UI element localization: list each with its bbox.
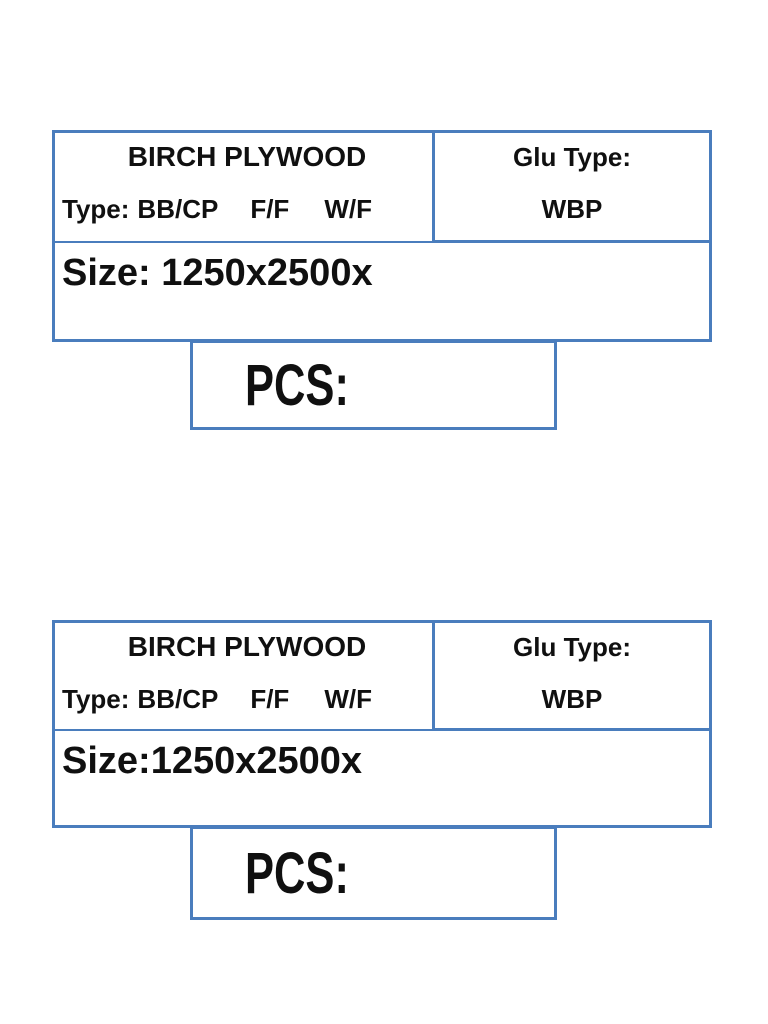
size-text: Size:1250x2500x xyxy=(62,740,363,782)
product-title: BIRCH PLYWOOD xyxy=(127,141,367,172)
glue-cell: Glu Type: WBP xyxy=(435,133,709,243)
type-line: Type: BB/CP F/F W/F xyxy=(62,193,432,225)
pcs-label: PCS: xyxy=(245,840,349,906)
glue-type-label: Glu Type: xyxy=(513,632,631,662)
glue-type-value: WBP xyxy=(541,194,603,224)
type-label: Type: xyxy=(62,684,130,714)
size-field[interactable]: Size:1250x2500x xyxy=(55,731,709,783)
pcs-field[interactable]: PCS: xyxy=(190,340,557,430)
product-title: BIRCH PLYWOOD xyxy=(127,631,367,662)
product-cell: BIRCH PLYWOOD Type: BB/CP F/F W/F xyxy=(55,133,435,243)
header-row: BIRCH PLYWOOD Type: BB/CP F/F W/F Glu Ty… xyxy=(55,133,709,243)
type-option: F/F xyxy=(250,194,290,224)
spec-table: BIRCH PLYWOOD Type: BB/CP F/F W/F Glu Ty… xyxy=(52,130,712,342)
glue-type-label: Glu Type: xyxy=(513,142,631,172)
size-field[interactable]: Size: 1250x2500x xyxy=(55,243,709,295)
header-row: BIRCH PLYWOOD Type: BB/CP F/F W/F Glu Ty… xyxy=(55,623,709,731)
glue-type-value: WBP xyxy=(541,684,603,714)
glue-cell: Glu Type: WBP xyxy=(435,623,709,731)
pcs-field[interactable]: PCS: xyxy=(190,826,557,920)
product-cell: BIRCH PLYWOOD Type: BB/CP F/F W/F xyxy=(55,623,435,731)
size-text: Size: 1250x2500x xyxy=(62,252,373,294)
type-option: BB/CP xyxy=(137,684,219,714)
type-line: Type: BB/CP F/F W/F xyxy=(62,683,432,715)
type-option: W/F xyxy=(324,684,372,714)
type-option: W/F xyxy=(324,194,372,224)
type-label: Type: xyxy=(62,194,130,224)
pcs-label: PCS: xyxy=(245,352,349,418)
type-option: F/F xyxy=(250,684,290,714)
type-option: BB/CP xyxy=(137,194,219,224)
spec-table: BIRCH PLYWOOD Type: BB/CP F/F W/F Glu Ty… xyxy=(52,620,712,828)
